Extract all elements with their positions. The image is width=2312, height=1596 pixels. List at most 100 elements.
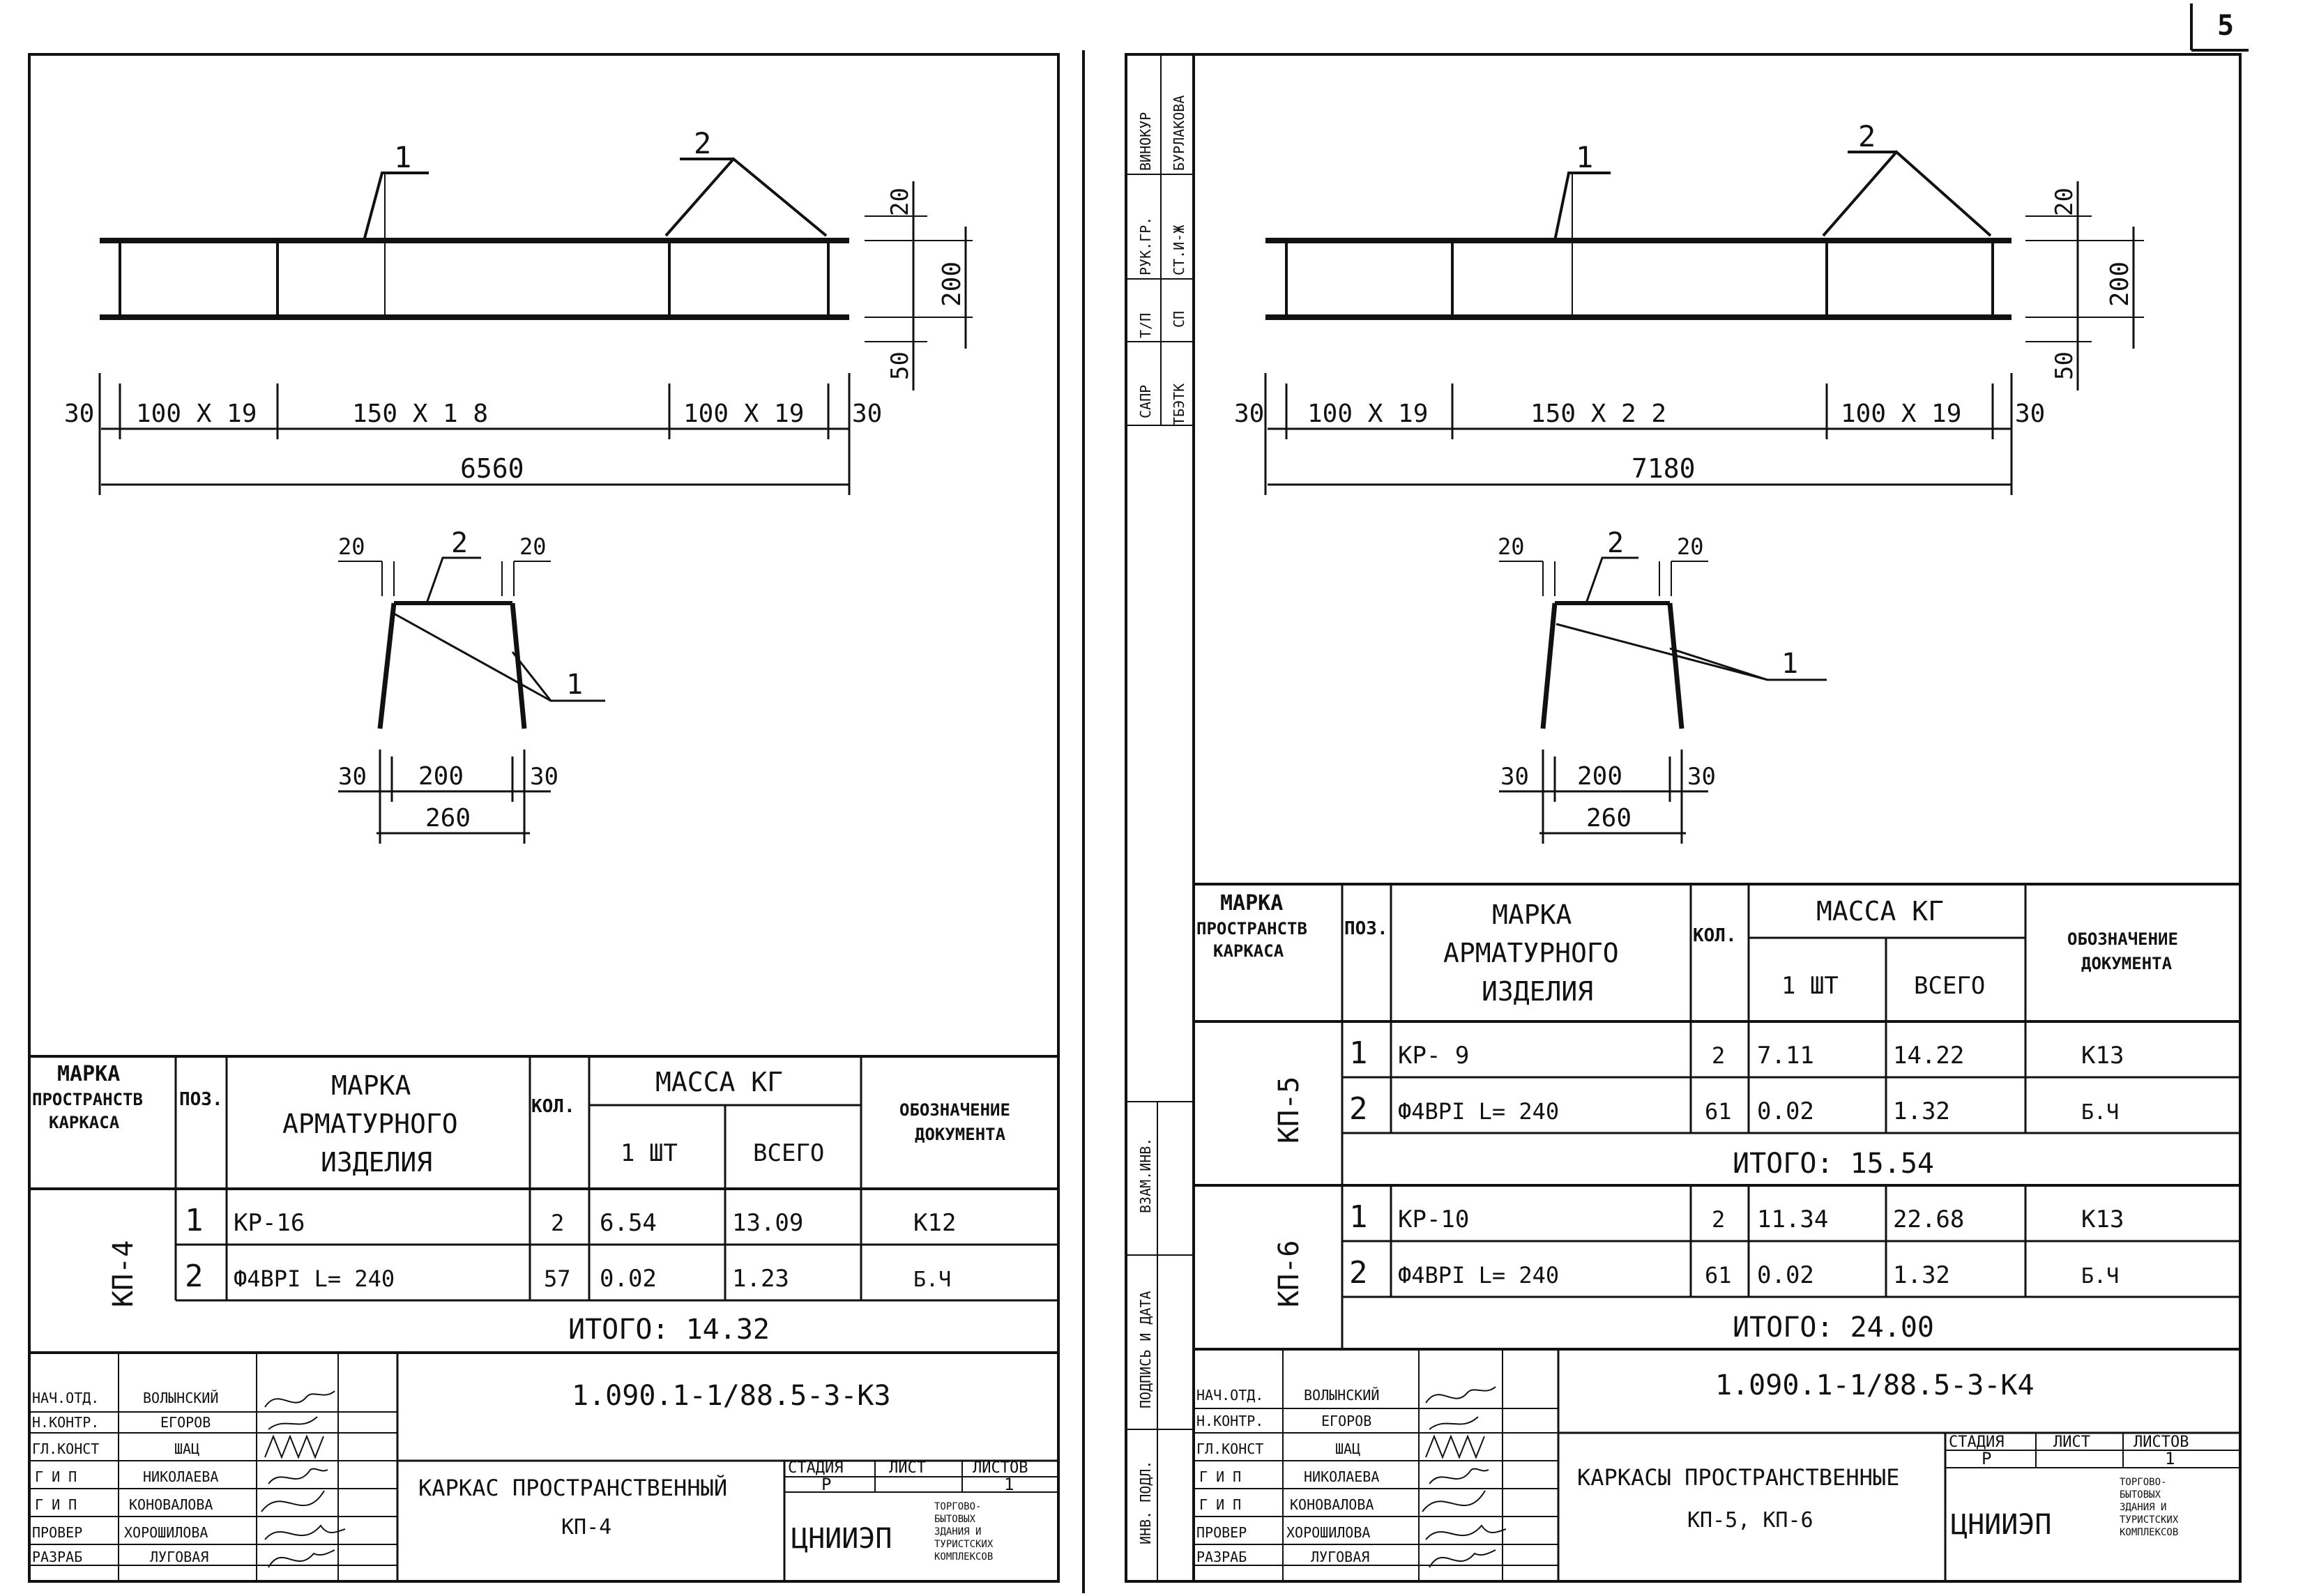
header-marka: МАРКА [1220, 891, 1283, 915]
role: Г И П [1199, 1468, 1241, 1485]
row-izd: Ф4ВРI L= 240 [1398, 1262, 1559, 1289]
label-position-1: 1 [394, 140, 411, 174]
header-kol: КОЛ. [531, 1096, 575, 1117]
dim-segment-1: 100 X 19 [1307, 400, 1428, 428]
header-vsego: ВСЕГО [1914, 972, 1985, 1000]
row-doc: Б.Ч [2081, 1264, 2119, 1289]
dim-total-length: 6560 [460, 453, 524, 484]
dim-200: 200 [2106, 261, 2134, 307]
signer-name: ШАЦ [1335, 1441, 1360, 1457]
row-poz: 1 [185, 1203, 204, 1238]
frame-cross-section: 1 2 20 20 30 200 30 260 [1498, 527, 1827, 844]
row-doc: К13 [2081, 1042, 2124, 1070]
header-izd-2: АРМАТУРНОГО [1443, 938, 1619, 968]
section-dim-260: 260 [425, 804, 471, 833]
dim-30-left: 30 [1234, 400, 1264, 428]
section-label-1: 1 [566, 669, 583, 701]
role: ГЛ.КОНСТ [1196, 1441, 1263, 1457]
group-mark: КП-6 [1273, 1240, 1305, 1307]
row-kol: 2 [551, 1210, 564, 1236]
header-izd: МАРКА [331, 1070, 411, 1101]
row-vsego: 1.32 [1893, 1261, 1950, 1289]
row-poz: 2 [1349, 1091, 1368, 1127]
signature-image [261, 1390, 346, 1568]
row-sht: 7.11 [1757, 1042, 1814, 1070]
dim-30-left: 30 [64, 400, 94, 428]
role: Н.КОНТР. [32, 1414, 99, 1431]
row-sht: 0.02 [1757, 1261, 1814, 1289]
header-vsego: ВСЕГО [753, 1139, 824, 1167]
row-kol: 61 [1705, 1098, 1732, 1125]
dim-200: 200 [938, 261, 966, 307]
row-izd: КР- 9 [1398, 1042, 1469, 1070]
header-obozn-2: ДОКУМЕНТА [2081, 954, 2173, 973]
signer-name: ЕГОРОВ [1321, 1413, 1371, 1429]
header-izd-2: АРМАТУРНОГО [282, 1109, 458, 1139]
row-poz: 1 [1349, 1035, 1368, 1071]
frame-cross-section: 1 2 20 20 30 200 30 260 [338, 527, 605, 844]
stamp-cell: САПР [1137, 385, 1154, 418]
itogo-total: ИТОГО: 15.54 [1733, 1148, 1934, 1180]
stadia-value: Р [1982, 1449, 1991, 1468]
role: Н.КОНТР. [1196, 1413, 1263, 1429]
dim-20: 20 [886, 188, 914, 216]
document-code: 1.090.1-1/88.5-3-К3 [572, 1380, 891, 1412]
signer-name: ХОРОШИЛОВА [124, 1524, 208, 1541]
org-note: ТОРГОВО- [2120, 1477, 2166, 1488]
header-marka-3: КАРКАСА [49, 1113, 120, 1132]
row-vsego: 22.68 [1893, 1206, 1964, 1233]
row-doc: Б.Ч [2081, 1100, 2119, 1125]
signer-name: ШАЦ [174, 1441, 199, 1457]
header-marka-2: ПРОСТРАНСТВ [1196, 919, 1307, 938]
header-marka: МАРКА [57, 1062, 120, 1086]
signer-name: ЛУГОВАЯ [150, 1549, 208, 1565]
row-poz: 2 [185, 1259, 204, 1294]
header-poz: ПОЗ. [1344, 918, 1388, 939]
stadia-value: Р [821, 1475, 831, 1494]
row-sht: 6.54 [600, 1209, 657, 1237]
dim-50: 50 [2051, 351, 2078, 380]
section-dim-30-right: 30 [530, 763, 558, 791]
header-massa: МАССА КГ [1816, 896, 1944, 927]
role: РАЗРАБ [1196, 1549, 1247, 1565]
stamp-cell: Т/П [1137, 313, 1154, 338]
dim-50: 50 [886, 351, 914, 380]
role: ПРОВЕР [1196, 1524, 1247, 1541]
role: Г И П [1199, 1496, 1241, 1513]
org-note: ТУРИСТСКИХ [934, 1539, 994, 1550]
section-dim-200: 200 [418, 762, 464, 791]
label-position-1: 1 [1576, 140, 1593, 174]
role: НАЧ.ОТД. [1196, 1387, 1263, 1404]
stamp-cell: БУРЛАКОВА [1171, 96, 1187, 171]
listov-header: ЛИСТОВ [973, 1459, 1028, 1477]
org-note: ТУРИСТСКИХ [2120, 1514, 2179, 1526]
section-label-1: 1 [1781, 648, 1798, 680]
header-kol: КОЛ. [1693, 925, 1737, 946]
header-1sht: 1 ШТ [1781, 972, 1839, 1000]
title-block: 1.090.1-1/88.5-3-К4 НАЧ.ОТД. Н.КОНТР. ГЛ… [1194, 1349, 2240, 1581]
row-poz: 1 [1349, 1199, 1368, 1235]
header-1sht: 1 ШТ [621, 1139, 678, 1167]
document-code: 1.090.1-1/88.5-3-К4 [1715, 1369, 2035, 1401]
label-position-2: 2 [694, 126, 711, 160]
section-dim-20-right: 20 [1677, 533, 1704, 560]
sheet-left: 1 2 20 200 50 30 100 X 19 [28, 50, 1085, 1593]
org-note: БЫТОВЫХ [934, 1514, 976, 1525]
row-kol: 61 [1705, 1262, 1732, 1289]
role: Г И П [35, 1468, 77, 1485]
list-header: ЛИСТ [2053, 1434, 2090, 1451]
specification-table: МАРКА ПРОСТРАНСТВ КАРКАСА ПОЗ. МАРКА АРМ… [1194, 883, 2240, 1351]
stamp-cell: ВИНОКУР [1137, 112, 1154, 171]
label-position-2: 2 [1858, 119, 1876, 153]
signer-name: КОНОВАЛОВА [1290, 1496, 1374, 1513]
row-kol: 2 [1712, 1042, 1725, 1069]
role: Г И П [35, 1496, 77, 1513]
section-dim-20-left: 20 [1498, 533, 1525, 560]
row-vsego: 1.23 [732, 1265, 789, 1293]
header-obozn-2: ДОКУМЕНТА [915, 1125, 1006, 1144]
row-izd: Ф4ВРI L= 240 [234, 1266, 395, 1292]
role: НАЧ.ОТД. [32, 1390, 99, 1406]
dim-segment-2: 150 X 2 2 [1530, 400, 1666, 428]
